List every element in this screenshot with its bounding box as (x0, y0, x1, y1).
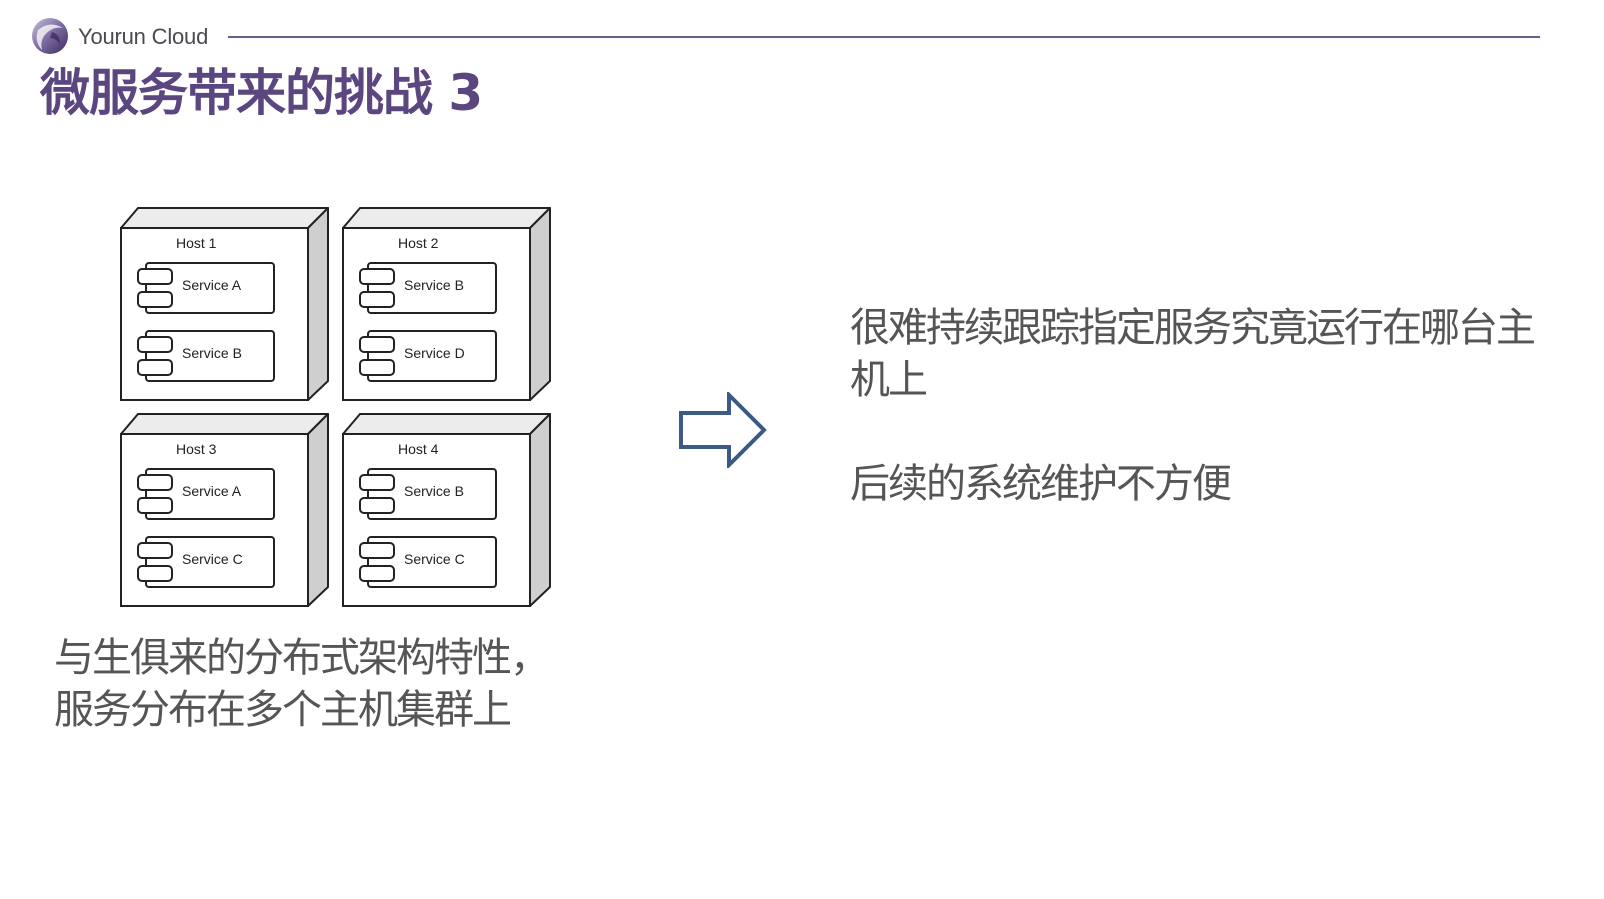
host-node: Host 4 Service B Service C (340, 411, 551, 607)
brand-logo: Yourun Cloud (30, 16, 220, 56)
component-icon (137, 262, 275, 314)
service-label: Service C (182, 551, 243, 567)
brand-logo-text: Yourun Cloud (78, 24, 209, 49)
service-label: Service C (404, 551, 465, 567)
challenge-points: 很难持续跟踪指定服务究竟运行在哪台主机上 后续的系统维护不方便 (850, 302, 1550, 510)
component-icon (359, 262, 497, 314)
service-component: Service C (358, 535, 500, 588)
component-icon (359, 468, 497, 520)
host-label: Host 2 (398, 235, 439, 251)
service-component: Service D (358, 329, 500, 382)
host-label: Host 3 (176, 441, 217, 457)
host-label: Host 4 (398, 441, 439, 457)
host-node: Host 1 Service A Service B (118, 205, 329, 401)
service-label: Service A (182, 277, 242, 293)
component-icon (137, 536, 275, 588)
service-component: Service B (358, 261, 500, 314)
component-icon (137, 468, 275, 520)
component-icon (137, 330, 275, 382)
caption-line: 服务分布在多个主机集群上 (54, 687, 512, 733)
host-label: Host 1 (176, 235, 217, 251)
service-label: Service B (182, 345, 242, 361)
component-icon (359, 536, 497, 588)
host-node: Host 3 Service A Service C (118, 411, 329, 607)
service-label: Service B (404, 277, 464, 293)
challenge-point: 很难持续跟踪指定服务究竟运行在哪台主机上 (850, 305, 1536, 403)
challenge-point: 后续的系统维护不方便 (850, 461, 1232, 507)
service-label: Service B (404, 483, 464, 499)
service-component: Service C (136, 535, 278, 588)
header-divider (228, 36, 1540, 38)
service-component: Service A (136, 261, 278, 314)
service-label: Service A (182, 483, 242, 499)
component-icon (359, 330, 497, 382)
service-label: Service D (404, 345, 465, 361)
service-component: Service B (136, 329, 278, 382)
host-node: Host 2 Service B Service D (340, 205, 551, 401)
service-component: Service A (136, 467, 278, 520)
slide-title: 微服务带来的挑战 3 (40, 64, 483, 122)
right-arrow-icon (679, 392, 767, 468)
service-component: Service B (358, 467, 500, 520)
yourun-logo-icon (32, 18, 68, 54)
host-deployment-diagram: Host 1 Service A Service B Host 2 (118, 205, 558, 611)
diagram-caption: 与生俱来的分布式架构特性， 服务分布在多个主机集群上 (54, 632, 614, 736)
caption-line: 与生俱来的分布式架构特性， (54, 635, 550, 681)
